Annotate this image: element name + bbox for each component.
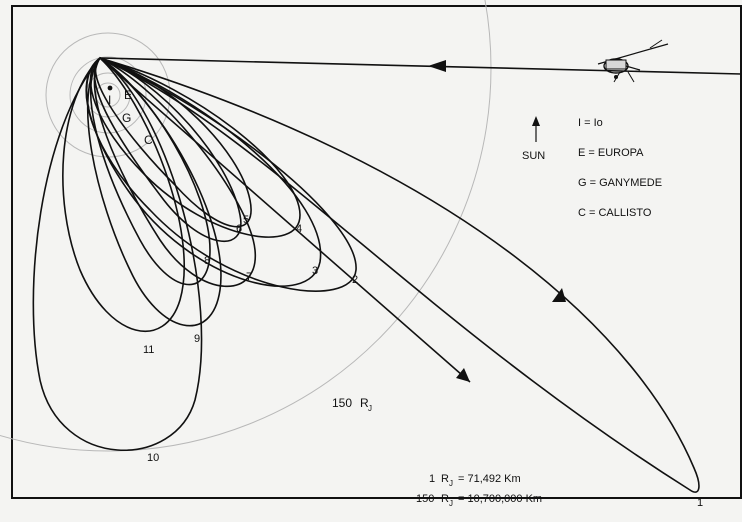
orbit-1-arrow bbox=[552, 288, 566, 302]
approach-arrow bbox=[428, 60, 446, 72]
label-ganymede: G bbox=[122, 111, 131, 125]
orbit-5 bbox=[94, 57, 252, 228]
legend-io: I = Io bbox=[578, 117, 603, 129]
orbit-label-8: 8 bbox=[204, 255, 210, 267]
ring-ganymede bbox=[69, 56, 147, 134]
orbit-label-3: 3 bbox=[312, 265, 318, 277]
orbit-7 bbox=[93, 56, 256, 288]
label-io: I bbox=[108, 93, 111, 107]
jupiter-dot bbox=[107, 85, 113, 91]
approach-trajectory bbox=[99, 57, 742, 75]
legend-callisto: C = CALLISTO bbox=[578, 207, 652, 219]
scale-line2-unit-sub: J bbox=[449, 499, 453, 508]
orbit-10 bbox=[32, 56, 203, 452]
orbit-label-11: 11 bbox=[143, 344, 154, 356]
radius-unit: R bbox=[360, 396, 369, 410]
legend-europa: E = EUROPA bbox=[578, 147, 644, 159]
diagram-border bbox=[11, 5, 742, 499]
orbit-label-2: 2 bbox=[352, 274, 358, 286]
scale-line1-unit: R bbox=[441, 473, 449, 485]
radius-unit-sub: J bbox=[368, 404, 372, 413]
orbit-label-10: 10 bbox=[147, 452, 159, 464]
scale-line1-prefix: 1 bbox=[429, 473, 435, 485]
orbit-label-1: 1 bbox=[697, 497, 703, 509]
label-europa: E bbox=[124, 88, 132, 102]
scale-line1-value: = 71,492 Km bbox=[458, 473, 521, 485]
scale-legend: 1 R J = 71,492 Km 150 R J = 10,700,000 K… bbox=[416, 473, 542, 508]
sun-arrow-icon bbox=[532, 116, 540, 126]
orbit-11 bbox=[62, 56, 185, 333]
orbit-6 bbox=[93, 57, 242, 242]
scale-line2-prefix: 150 bbox=[416, 493, 434, 505]
outbound-arrow bbox=[456, 368, 470, 382]
orbit-label-7: 7 bbox=[246, 271, 252, 283]
radius-value: 150 bbox=[332, 396, 352, 410]
radius-label: 150 R J bbox=[332, 396, 372, 413]
label-callisto: C bbox=[144, 133, 153, 147]
scale-line1-unit-sub: J bbox=[449, 479, 453, 488]
sun-label: SUN bbox=[522, 150, 545, 162]
spacecraft-icon bbox=[597, 39, 669, 83]
orbit-label-5: 5 bbox=[243, 214, 249, 226]
orbit-label-4: 4 bbox=[296, 223, 302, 235]
orbit-label-6: 6 bbox=[236, 223, 242, 235]
scale-line2-unit: R bbox=[441, 493, 449, 505]
legend-ganymede: G = GANYMEDE bbox=[578, 177, 662, 189]
orbit-1 bbox=[99, 57, 700, 493]
orbit-label-9: 9 bbox=[194, 333, 200, 345]
orbit-9 bbox=[86, 56, 222, 327]
outbound-trajectory bbox=[99, 57, 471, 383]
scale-line2-value: = 10,700,000 Km bbox=[458, 493, 542, 505]
